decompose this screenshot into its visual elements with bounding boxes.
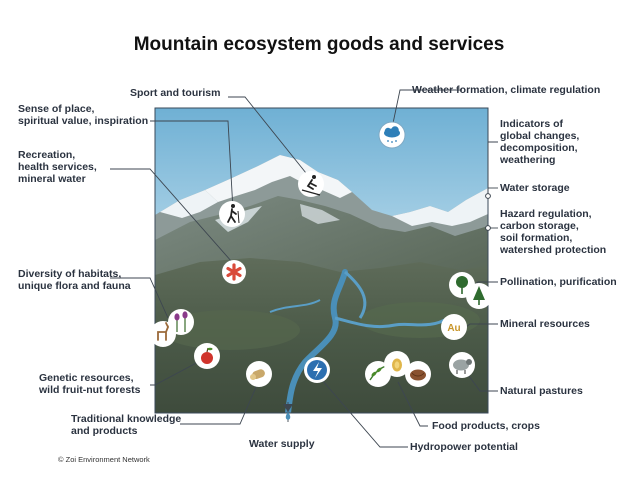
label-weather-formation: Weather formation, climate regulation bbox=[412, 84, 601, 96]
label-indicators: Indicators of global changes, decomposit… bbox=[500, 118, 580, 166]
label-mineral-resources: Mineral resources bbox=[500, 318, 590, 330]
weather-cloud-icon bbox=[378, 121, 406, 149]
water-drop-icon bbox=[285, 412, 291, 420]
hydropower-icon bbox=[304, 357, 330, 383]
skier-icon bbox=[298, 171, 324, 197]
label-food-products: Food products, crops bbox=[432, 420, 540, 432]
apple-icon bbox=[194, 343, 220, 369]
label-sense-of-place: Sense of place, spiritual value, inspira… bbox=[18, 103, 149, 127]
flower-icon bbox=[168, 309, 194, 335]
grain-icon bbox=[384, 351, 410, 377]
hiker-icon bbox=[219, 201, 245, 227]
label-genetic-resources: Genetic resources, wild fruit-nut forest… bbox=[39, 372, 141, 396]
mineral-gold-icon: Au bbox=[441, 314, 467, 340]
sheep-icon bbox=[449, 352, 475, 378]
label-pollination: Pollination, purification bbox=[500, 276, 617, 288]
scroll-icon bbox=[246, 361, 272, 387]
label-traditional-knowledge: Traditional knowledge and products bbox=[71, 413, 182, 437]
label-hazard-regulation: Hazard regulation, carbon storage, soil … bbox=[500, 208, 607, 256]
label-natural-pastures: Natural pastures bbox=[500, 385, 583, 397]
medical-star-icon bbox=[222, 260, 246, 284]
label-hydropower-potential: Hydropower potential bbox=[410, 441, 518, 453]
conifer-tree-icon bbox=[466, 283, 492, 309]
page-title: Mountain ecosystem goods and services bbox=[133, 34, 505, 55]
label-sport-and-tourism: Sport and tourism bbox=[130, 87, 221, 99]
label-water-storage: Water storage bbox=[500, 182, 570, 194]
leader-lines bbox=[110, 89, 498, 448]
nut-icon bbox=[405, 361, 431, 387]
label-diversity-of-habitats: Diversity of habitats, unique flora and … bbox=[18, 268, 131, 292]
label-recreation: Recreation, health services, mineral wat… bbox=[18, 149, 97, 185]
credit-text: © Zoi Environment Network bbox=[58, 455, 150, 464]
label-water-supply: Water supply bbox=[249, 438, 315, 450]
mineral-symbol: Au bbox=[447, 323, 460, 334]
